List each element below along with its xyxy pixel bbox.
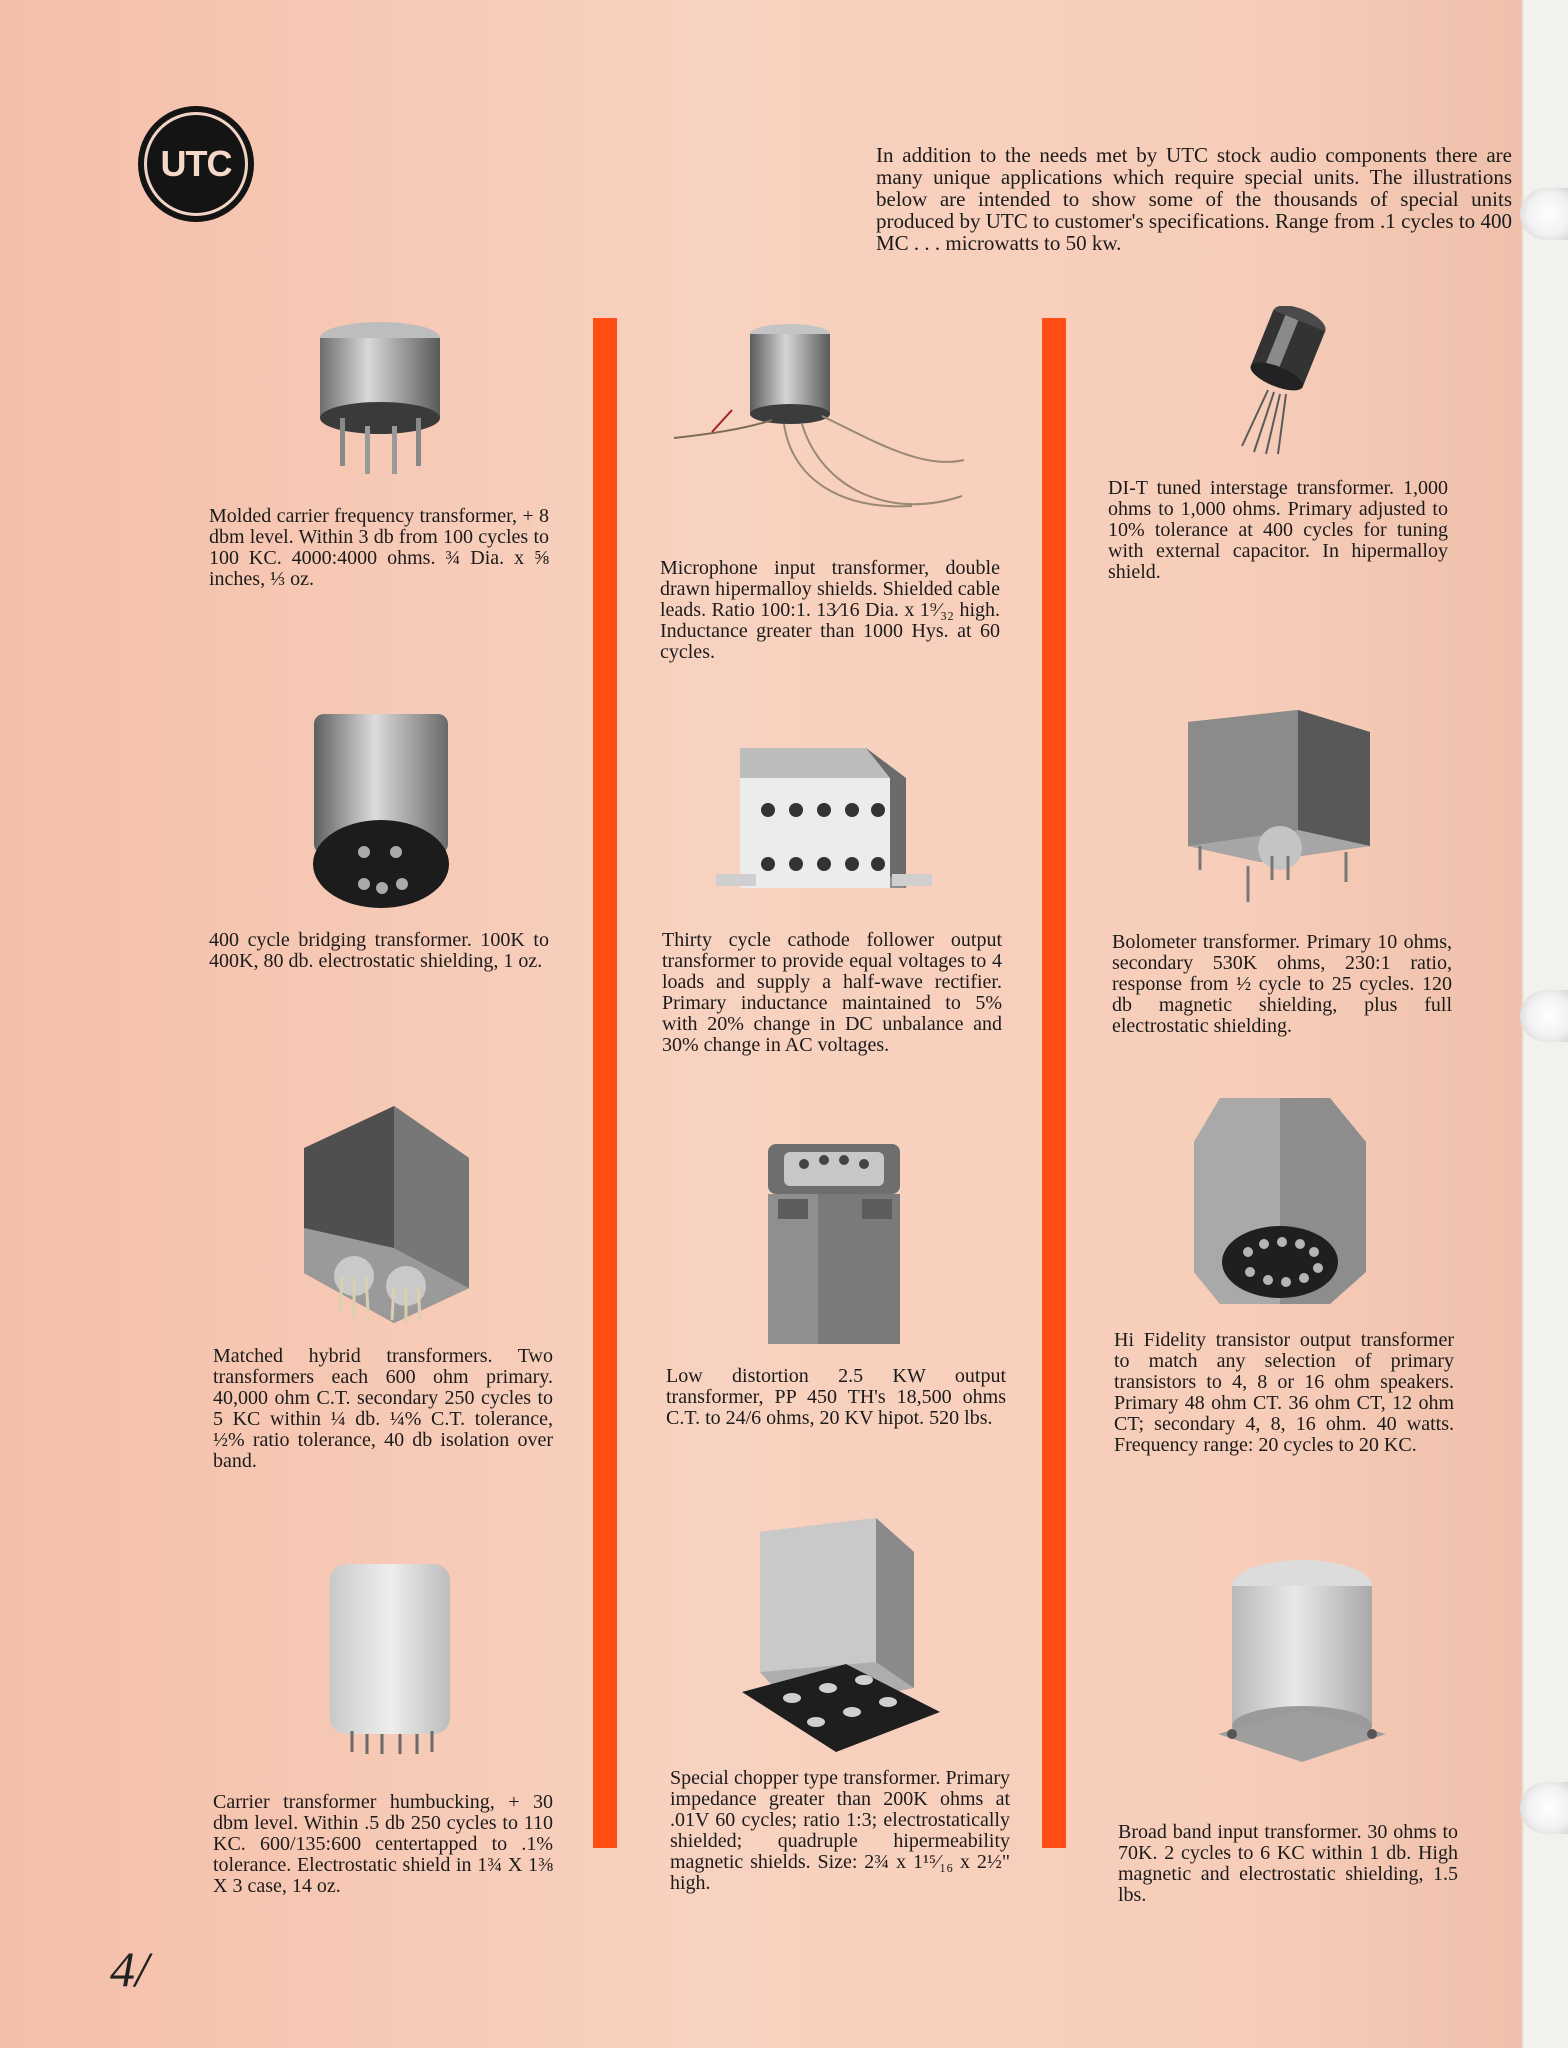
photo-matched-hybrid-transformers — [294, 1098, 474, 1328]
page-number: 4/ — [110, 1941, 149, 1997]
photo-low-distortion-output-transformer — [758, 1124, 908, 1354]
desc-thirty-cycle-transformer: Thirty cycle cathode follower output tra… — [662, 929, 1002, 1056]
utc-logo-text: UTC — [144, 112, 248, 216]
photo-hi-fidelity-output-transformer — [1190, 1092, 1370, 1312]
column-divider-right — [1042, 318, 1066, 1848]
photo-microphone-input-transformer — [672, 320, 972, 530]
desc-microphone-input-transformer: Microphone input transformer, double dra… — [660, 557, 1000, 663]
desc-broad-band-input-transformer: Broad band input transformer. 30 ohms to… — [1118, 1821, 1458, 1906]
photo-bolometer-transformer — [1180, 706, 1380, 906]
desc-carrier-humbucking-transformer: Carrier transformer humbucking, + 30 dbm… — [213, 1791, 553, 1897]
desc-hi-fidelity-output-transformer: Hi Fidelity transistor output transforme… — [1114, 1329, 1454, 1456]
photo-thirty-cycle-transformer — [716, 738, 936, 908]
desc-molded-carrier-transformer: Molded carrier frequency transformer, + … — [209, 505, 549, 590]
desc-low-distortion-output-transformer: Low distortion 2.5 KW output transformer… — [666, 1365, 1006, 1429]
column-divider-left — [593, 318, 617, 1848]
photo-dit-interstage-transformer — [1230, 306, 1340, 456]
photo-molded-carrier-transformer — [310, 318, 450, 478]
desc-special-chopper-transformer: Special chopper type transformer. Primar… — [670, 1767, 1010, 1894]
photo-bridging-transformer — [306, 694, 456, 914]
binder-hole-middle — [1520, 990, 1568, 1042]
desc-dit-interstage-transformer: DI-T tuned interstage transformer. 1,000… — [1108, 477, 1448, 583]
desc-matched-hybrid-transformers: Matched hybrid transformers. Two transfo… — [213, 1345, 553, 1472]
utc-logo: UTC — [138, 106, 254, 222]
desc-bridging-transformer: 400 cycle bridging transformer. 100K to … — [209, 929, 549, 972]
desc-bolometer-transformer: Bolometer transformer. Primary 10 ohms, … — [1112, 931, 1452, 1037]
binder-hole-top — [1520, 188, 1568, 240]
photo-special-chopper-transformer — [736, 1512, 946, 1762]
photo-carrier-humbucking-transformer — [322, 1556, 462, 1756]
binder-hole-bottom — [1520, 1782, 1568, 1834]
intro-paragraph: In addition to the needs met by UTC stoc… — [876, 143, 1512, 255]
photo-broad-band-input-transformer — [1212, 1556, 1392, 1766]
